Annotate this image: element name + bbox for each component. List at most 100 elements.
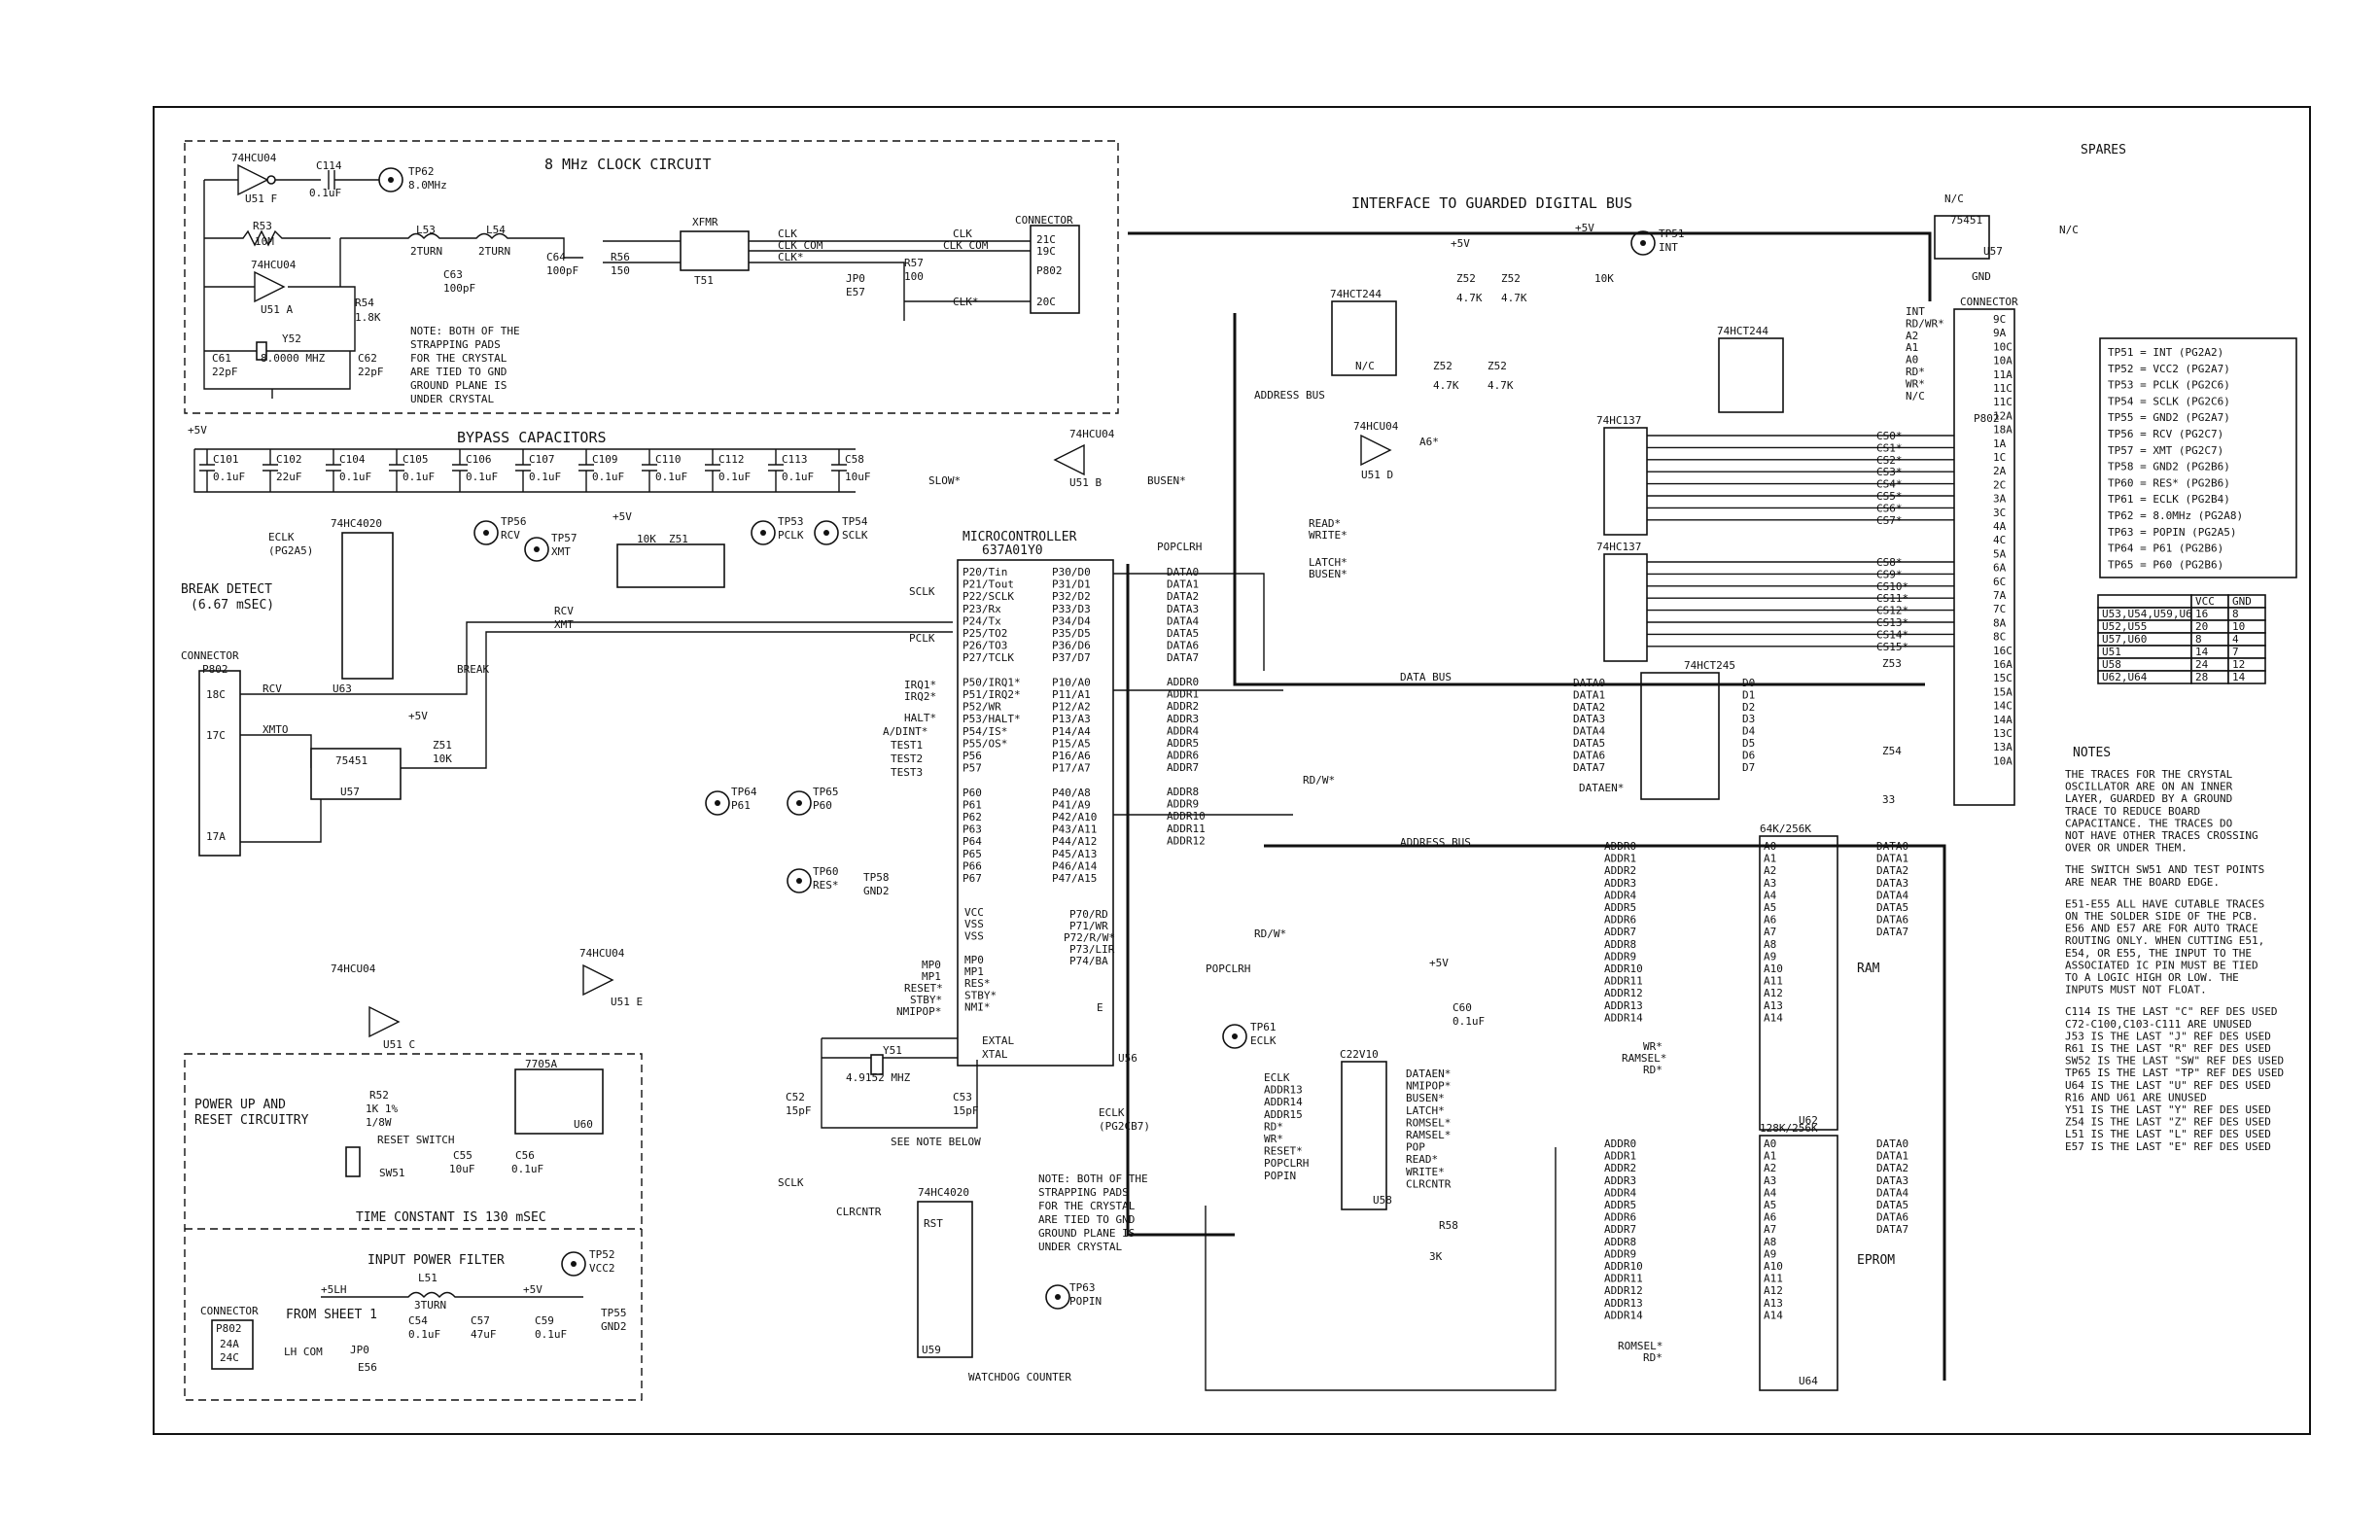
testpoint-table-rows: TP51 = INT (PG2A2)TP52 = VCC2 (PG2A7)TP5… <box>2108 346 2243 571</box>
mcu-e: E <box>1097 1001 1103 1014</box>
p802-break-ref: P802 <box>202 663 228 676</box>
bypass-cap-value: 0.1uF <box>339 471 371 483</box>
connector-pin: 2C <box>1993 478 2006 491</box>
r54-ref: R54 <box>355 297 374 309</box>
ram-address-pin: A13 <box>1764 999 1783 1012</box>
bypass-vcc: +5V <box>188 424 207 437</box>
u53-part: 74HC137 <box>1596 414 1641 427</box>
u59-chip <box>917 1201 973 1358</box>
u64-eprom <box>1759 1135 1838 1391</box>
mcu-right-pin: P11/A1 <box>1052 688 1091 701</box>
clock-note-line: NOTE: BOTH OF THE <box>410 325 520 337</box>
ram-rd: RD* <box>1643 1064 1662 1076</box>
u51f-inverter <box>237 163 269 196</box>
p802-main-connector <box>1953 308 2015 806</box>
jp0-power-ref: JP0 <box>350 1344 369 1356</box>
u58-output: RAMSEL* <box>1406 1129 1451 1141</box>
power-up-title-2: RESET CIRCUITRY <box>194 1113 309 1128</box>
testpoint-table-row: TP63 = POPIN (PG2A5) <box>2108 526 2236 539</box>
u55-data-in: DATA5 <box>1573 737 1605 750</box>
mcu-right-pin: P32/D2 <box>1052 590 1091 603</box>
power-table-text: 16 <box>2195 608 2208 620</box>
note-line: THE TRACES FOR THE CRYSTAL <box>2065 768 2233 781</box>
connector-pin: 4C <box>1993 534 2006 546</box>
connector-pin: 3C <box>1993 507 2006 519</box>
clk-label: CLK <box>778 228 797 240</box>
u51a-wires <box>203 180 356 360</box>
ram-address-line: ADDR9 <box>1604 950 1636 962</box>
bypass-cap-value: 0.1uF <box>213 471 245 483</box>
r54-value: 1.8K <box>355 311 381 324</box>
lhcom-label: LH COM <box>284 1346 323 1358</box>
y51-value: 4.9152 MHZ <box>846 1071 911 1084</box>
note-line: E51-E55 ALL HAVE CUTABLE TRACES <box>2065 897 2264 910</box>
l53-value: 2TURN <box>410 245 442 258</box>
ram-data-line: DATA6 <box>1876 914 1908 927</box>
tp65-signal: P60 <box>813 799 832 812</box>
c64-ref: C64 <box>546 251 566 263</box>
jp0-ref: JP0 <box>846 272 865 285</box>
ram-address-line: ADDR5 <box>1604 901 1636 914</box>
c63-value: 100pF <box>443 282 475 295</box>
u51e-ref: U51 E <box>611 996 643 1008</box>
ram-address-pin: A7 <box>1764 926 1776 938</box>
power-table-text: 12 <box>2232 658 2245 671</box>
power-table-text: 8 <box>2232 608 2239 620</box>
from-sheet-label: FROM SHEET 1 <box>286 1308 377 1322</box>
eclk2-page: (PG2CB7) <box>1099 1120 1150 1133</box>
eprom-data-line: DATA3 <box>1876 1174 1908 1187</box>
mcu-bottom-pin: VCC <box>964 906 984 919</box>
mcu-bottom-pin: MP0 <box>964 954 984 966</box>
mcu-stby: STBY* <box>910 994 942 1006</box>
clk-label-2: CLK <box>953 228 972 240</box>
z53-ref: Z53 <box>1882 657 1902 670</box>
ram-address-line: ADDR12 <box>1604 987 1643 999</box>
mcu-left-pin: P50/IRQ1* <box>962 676 1021 688</box>
u58-output: READ* <box>1406 1153 1438 1166</box>
u51c-inverter <box>368 1005 401 1038</box>
mcu-part: 637A01Y0 <box>982 543 1043 558</box>
connector-pin: 11C <box>1993 396 2012 408</box>
p802-power-title: CONNECTOR <box>200 1305 259 1317</box>
ram-address-line: ADDR13 <box>1604 999 1643 1012</box>
u62-ref: U62 <box>1799 1114 1818 1127</box>
z52-ref-4: Z52 <box>1488 360 1507 372</box>
clock-note-line: GROUND PLANE IS <box>410 379 507 392</box>
bypass-capacitor <box>578 449 594 492</box>
watchdog-sclk: SCLK <box>778 1176 804 1189</box>
c114-value: 0.1uF <box>309 187 341 199</box>
t51-ref: T51 <box>694 274 714 287</box>
u58-output: POP <box>1406 1141 1425 1154</box>
ram-address-pin: A8 <box>1764 938 1776 951</box>
u58-part: C22V10 <box>1340 1048 1379 1061</box>
mcu-left-pin: P61 <box>962 798 982 811</box>
c114-ref: C114 <box>316 159 342 172</box>
watchdog-note-line: UNDER CRYSTAL <box>1038 1241 1122 1253</box>
note-line: R16 AND U61 ARE UNUSED <box>2065 1091 2207 1103</box>
mcu-addr-signal: ADDR7 <box>1167 761 1199 774</box>
tp52-signal: VCC2 <box>589 1262 615 1275</box>
note-line: E54, OR E55, THE INPUT TO THE <box>2065 947 2252 960</box>
power-table-text: U57,U60 <box>2102 633 2147 646</box>
break-detect-sub: (6.67 mSEC) <box>191 598 274 612</box>
z54-val-1: 33 <box>1882 793 1895 806</box>
clock-note-line: STRAPPING PADS <box>410 338 501 351</box>
mcu-right-pin: P17/A7 <box>1052 762 1091 775</box>
eprom-address-line: ADDR14 <box>1604 1309 1643 1321</box>
note-line: OSCILLATOR ARE ON AN INNER <box>2065 781 2233 793</box>
mcu-left-pin: P53/HALT* <box>962 713 1021 725</box>
spare-gnd: GND <box>1972 270 1991 283</box>
connector-pin: 10C <box>1993 340 2012 353</box>
mcu-right-pin: P33/D3 <box>1052 603 1091 615</box>
u52a-buffer <box>1331 300 1397 376</box>
sw51-switch[interactable] <box>345 1146 361 1177</box>
u60-part: 7705A <box>525 1058 557 1070</box>
u55-part: 74HCT245 <box>1684 659 1735 672</box>
tp55-label: TP55 <box>601 1307 627 1319</box>
mcu-left-pin: P57 <box>962 762 982 775</box>
spare-nc-1: N/C <box>1944 192 1964 205</box>
connector-pin: 16C <box>1993 645 2012 657</box>
tp61-label: TP61 <box>1250 1021 1277 1033</box>
clkn-label: CLK* <box>778 251 804 263</box>
